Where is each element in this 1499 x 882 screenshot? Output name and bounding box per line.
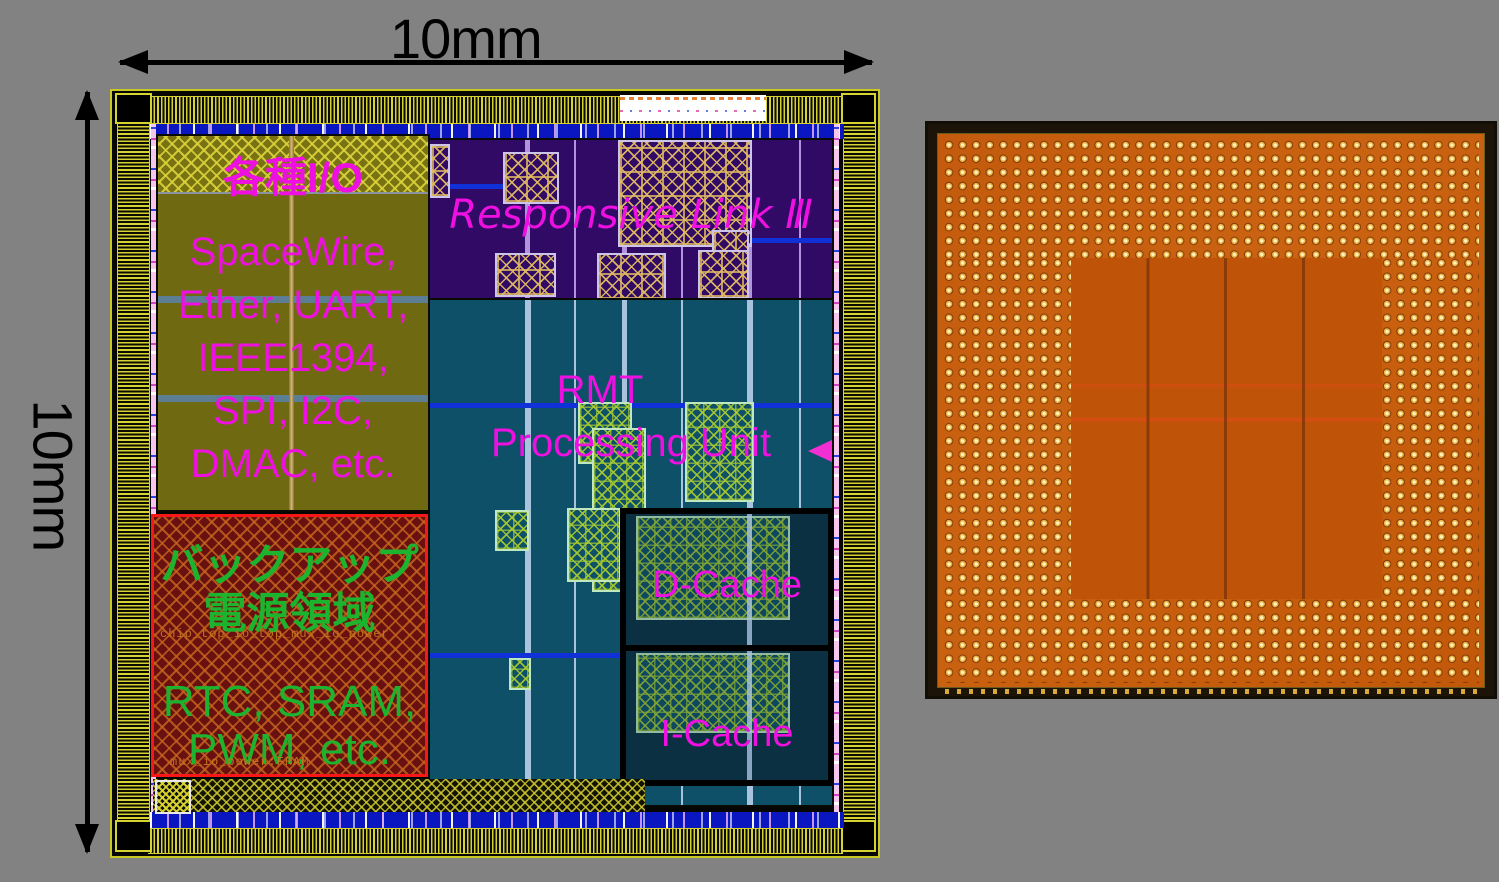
io-list-line: Ether, UART, [177, 283, 409, 327]
height-dimension-label: 10mm [21, 399, 85, 552]
cache-macro-array [636, 516, 790, 620]
macro-block [430, 144, 450, 198]
routing-line [430, 653, 622, 658]
sram-macro [567, 508, 621, 582]
power-strap [747, 514, 752, 648]
power-strap [747, 651, 752, 780]
responsive-link-region: Responsive Link Ⅲ [428, 138, 834, 302]
power-strap [525, 140, 530, 300]
d-cache-label: D-Cache [652, 564, 802, 606]
width-dimension-arrow [118, 50, 874, 74]
cache-macro-array [636, 653, 790, 733]
rmt-label-line1: RMT [556, 368, 644, 412]
pad-ring-left [117, 122, 150, 828]
die-core-area [1071, 258, 1382, 599]
arrowhead-down-icon [75, 824, 99, 854]
filler-cell-block [620, 95, 766, 121]
i-cache-label: I-Cache [660, 713, 794, 755]
height-dimension-arrow [75, 90, 99, 854]
i-cache-region: I-Cache [620, 645, 834, 786]
sram-macro [495, 510, 529, 551]
io-list-line: SPI, I2C, [212, 389, 374, 433]
io-list-line: IEEE1394, [197, 336, 389, 380]
macro-block [597, 253, 666, 301]
io-list-line: DMAC, etc. [190, 442, 396, 486]
arrowhead-right-icon [844, 50, 874, 74]
io-region-title: 各種I/O [222, 154, 363, 201]
corner-pad-top-right [841, 93, 876, 124]
bump-grid-right [1382, 258, 1479, 599]
backup-instance-note-top: chip_top_io_top_mux_io_power [160, 627, 390, 641]
corner-pad-top-left [115, 93, 152, 124]
top-routing-rail [150, 124, 844, 139]
backup-instance-note-bottom: mux_io_power:FRAM [170, 755, 310, 769]
power-strap [525, 300, 531, 805]
io-list-line: SpaceWire, [189, 230, 397, 274]
bottom-routing-rail [150, 812, 844, 828]
backup-power-region: バックアップ 電源領域 chip_top_io_top_mux_io_power… [151, 514, 428, 777]
right-io-rail [834, 124, 839, 812]
chip-layout-view: 各種I/O SpaceWire, Ether, UART, IEEE1394, … [110, 89, 880, 858]
macro-block [698, 250, 749, 299]
left-io-rail [151, 124, 156, 812]
bump-grid-left [944, 258, 1071, 599]
macro-block [618, 140, 752, 247]
die-surface [937, 133, 1485, 688]
macro-block [495, 253, 556, 297]
backup-title-line1: バックアップ [160, 542, 419, 590]
corner-pad-bottom-right [841, 820, 876, 852]
bottom-decap-strip [153, 779, 645, 812]
rmt-label-line2: Processing Unit [490, 421, 772, 465]
width-dimension-label: 10mm [390, 7, 543, 70]
pad-ring-bottom [148, 828, 843, 854]
die-photo [925, 121, 1497, 699]
d-cache-region: D-Cache [620, 508, 834, 654]
arrowhead-left-icon [118, 50, 148, 74]
responsive-link-label: Responsive Link Ⅲ [449, 192, 813, 238]
edge-pad-row [945, 689, 1477, 694]
rmt-region: RMT Processing Unit D-Cache I-Cache [428, 298, 834, 807]
power-strap [799, 140, 801, 300]
io-region-peripherals-list: SpaceWire, Ether, UART, IEEE1394, SPI, I… [148, 226, 438, 491]
bump-grid-bottom [944, 599, 1479, 683]
arrowhead-up-icon [75, 90, 99, 120]
backup-title-line2: 電源領域 [203, 590, 376, 638]
pad-ring-right [843, 122, 876, 828]
power-strap [574, 140, 576, 300]
io-region-power-strap [289, 136, 294, 510]
macro-block [503, 152, 559, 204]
sram-macro [509, 658, 531, 690]
backup-list-line2: PWM, etc. [188, 725, 391, 774]
bump-grid-top [944, 140, 1479, 258]
sram-macro [685, 402, 754, 502]
io-region: 各種I/O SpaceWire, Ether, UART, IEEE1394, … [156, 134, 430, 512]
bottom-decap-cap-cell [155, 780, 191, 814]
routing-line [430, 184, 558, 189]
corner-pad-bottom-left [115, 820, 152, 852]
routing-wedge [808, 440, 832, 462]
backup-list-line1: RTC, SRAM, [162, 677, 417, 726]
